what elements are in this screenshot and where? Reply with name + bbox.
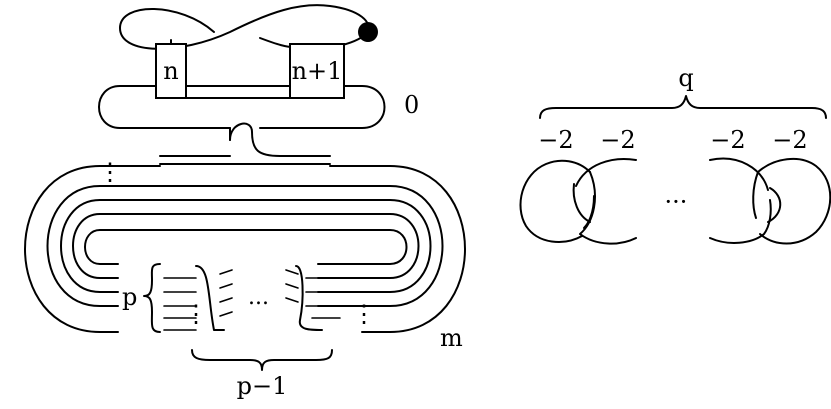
framing-label-2: −2: [600, 126, 635, 154]
label-p: p: [122, 283, 137, 311]
framing-label-1: −2: [538, 126, 573, 154]
strand-bundle: [24, 165, 466, 333]
chain-circle-4: [757, 157, 831, 245]
zero-framed-loop: [98, 85, 386, 129]
box-n: n: [155, 39, 187, 99]
box-n-plus-1: n+1: [289, 43, 345, 99]
framing-zero-label: 0: [404, 91, 419, 119]
label-q: q: [678, 64, 693, 92]
chain-dots: ···: [665, 188, 688, 216]
box-n-plus-1-label: n+1: [292, 57, 343, 85]
box-n-label: n: [163, 57, 178, 85]
bundle-vertical-dots-left: ⋮: [184, 300, 208, 328]
framing-label-4: −2: [772, 126, 807, 154]
twist-dots: ...: [248, 285, 269, 310]
bundle-vertical-dots-right: ⋮: [352, 300, 376, 328]
twist-region: ...: [163, 265, 341, 331]
q-brace: [539, 95, 827, 119]
bundle-vertical-dots-top: ⋮: [98, 158, 122, 186]
chain-circle-3: [709, 157, 769, 191]
p-brace: [143, 263, 161, 333]
chain-circle-2: [575, 158, 637, 187]
label-p-minus-1: p−1: [237, 372, 288, 400]
dotted-circle-marker: [358, 22, 378, 42]
top-figure-eight-curve: [119, 4, 370, 50]
chain-circle-1: [519, 159, 591, 243]
framing-label-3: −2: [710, 126, 745, 154]
label-m: m: [440, 324, 463, 352]
linking-hook: [159, 122, 331, 165]
p-minus-1-brace: [191, 349, 333, 371]
